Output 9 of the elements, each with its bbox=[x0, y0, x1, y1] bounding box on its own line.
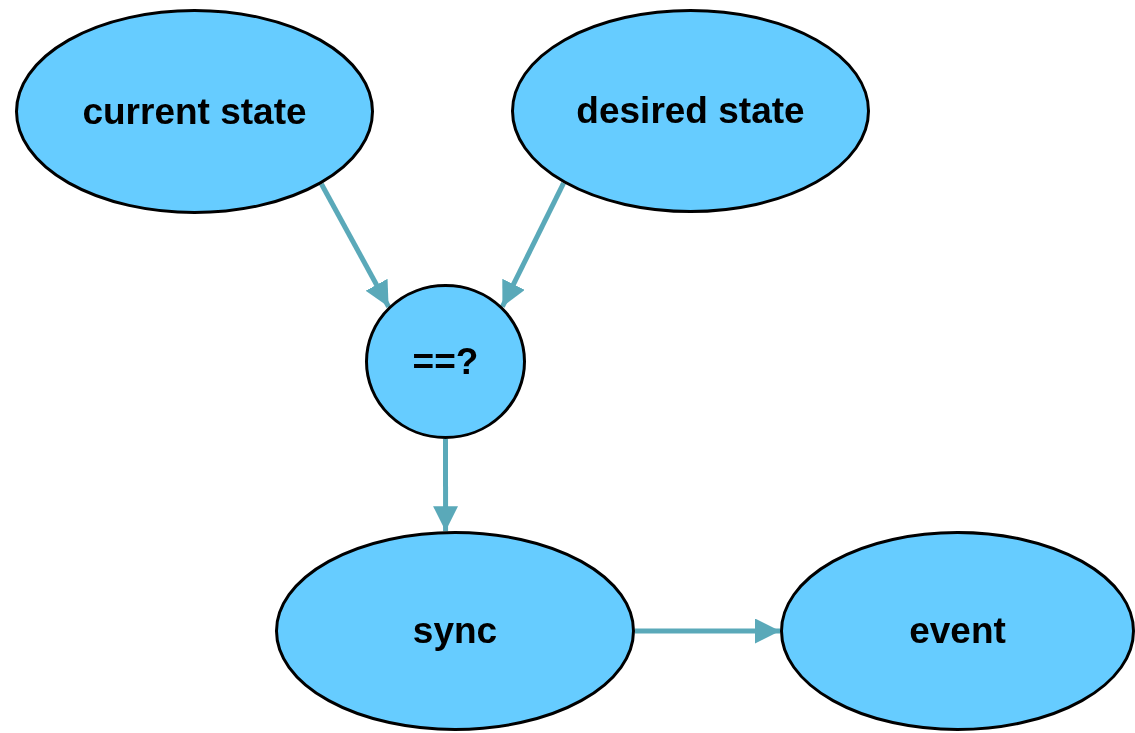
arrow bbox=[433, 439, 459, 532]
node-label: ==? bbox=[412, 339, 479, 384]
arrow bbox=[500, 182, 566, 308]
node-label: current state bbox=[82, 89, 307, 134]
node-label: event bbox=[909, 609, 1006, 653]
node-label: desired state bbox=[576, 89, 805, 133]
arrow bbox=[319, 182, 391, 308]
arrow bbox=[635, 618, 780, 644]
node-label: sync bbox=[412, 609, 498, 653]
